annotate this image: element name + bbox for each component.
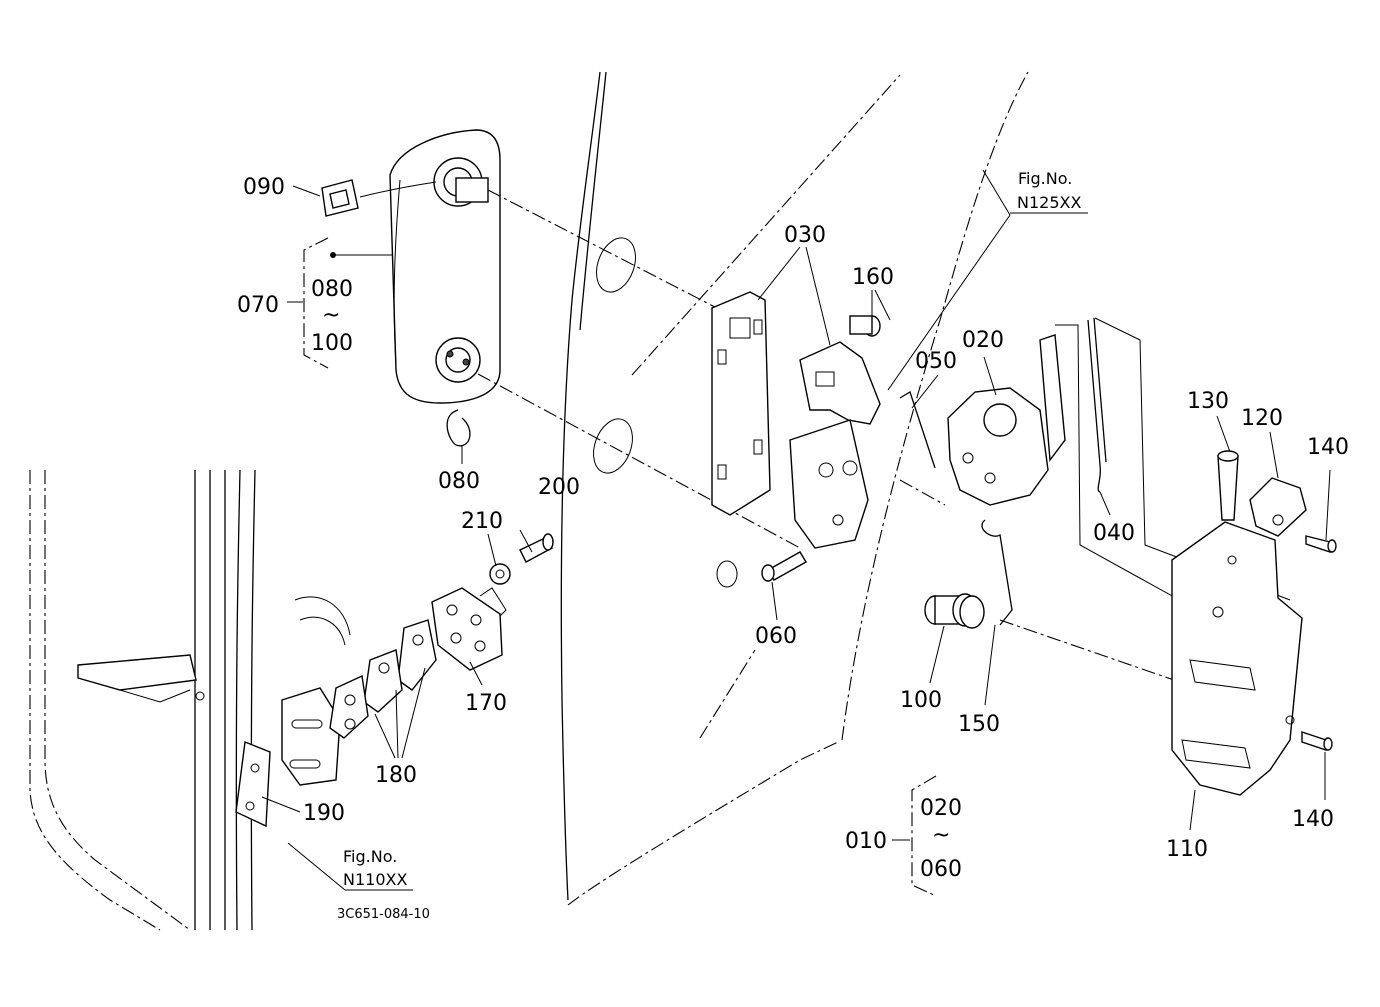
label-160: 160 [852,265,894,290]
door-latch-part [947,334,1066,506]
lock-cylinder-part [924,593,985,629]
label-060-range-end: 060 [920,857,962,882]
leader-lines [261,169,1331,897]
label-030: 030 [784,223,826,248]
label-170: 170 [465,691,507,716]
label-020-range-start: 020 [920,796,962,821]
label-060: 060 [755,624,797,649]
label-070: 070 [237,293,279,318]
label-190: 190 [303,801,345,826]
striker-bolt-part [489,533,554,585]
label-020: 020 [962,328,1004,353]
label-120: 120 [1241,406,1283,431]
cab-frame [29,469,351,931]
latch-bracket-part [789,341,881,549]
label-100-range-end: 100 [311,331,353,356]
label-130: 130 [1187,389,1229,414]
fig-ref-1-title: Fig.No. [1018,169,1072,188]
label-140-upper: 140 [1307,435,1349,460]
outer-handle-part [389,129,501,404]
label-range-mark-2: ~ [932,823,950,848]
label-080-range-start: 080 [311,277,353,302]
spring-clip-part [446,409,471,447]
label-110: 110 [1166,837,1208,862]
label-210: 210 [461,509,503,534]
figure-references: Fig.No. N125XX Fig.No. N110XX [343,169,1081,889]
label-range-mark-1: ~ [322,303,340,328]
striker-part [431,587,507,671]
fig-ref-2-number: N110XX [343,870,407,889]
tapping-screw-part [1301,535,1337,751]
label-200: 200 [538,475,580,500]
label-180: 180 [375,763,417,788]
pin-part [1217,450,1239,521]
label-150: 150 [958,712,1000,737]
label-040: 040 [1093,521,1135,546]
square-washer-part [321,179,359,217]
drawing-code: 3C651-084-10 [337,907,430,922]
label-050: 050 [915,349,957,374]
screw-part [761,551,807,582]
label-080: 080 [438,469,480,494]
latch-cover-part [1171,521,1303,796]
label-140-lower: 140 [1292,807,1334,832]
connecting-rod-part [1087,317,1107,493]
rod-spring-part [899,391,936,469]
door-outline [560,71,1029,906]
part-number-labels: 090 080 ~ 100 070 080 030 160 050 020 04… [237,175,1349,882]
knob-part [1249,477,1307,537]
label-010: 010 [845,829,887,854]
label-100: 100 [900,688,942,713]
latch-plate-part [711,291,771,516]
bolt-part [849,315,881,337]
fig-ref-2-title: Fig.No. [343,847,397,866]
label-090: 090 [243,175,285,200]
shim-plates-part [329,619,437,739]
link-rod-part [981,519,1013,626]
backing-plate-part [235,741,271,828]
fig-ref-1-number: N125XX [1017,193,1081,212]
